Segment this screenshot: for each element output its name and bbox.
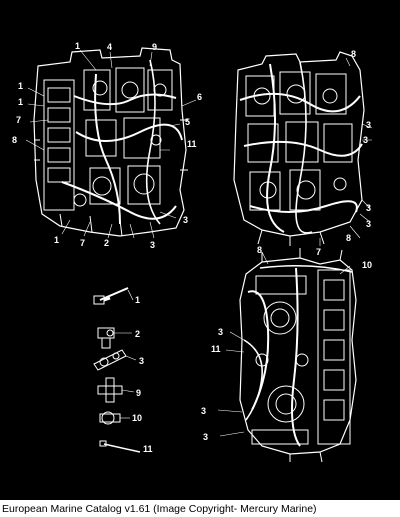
callout-labels: 1 4 9 1 1 6 7 5 8 11 3 1 7 2 3 8 3 3 3 3… <box>12 41 372 454</box>
callout-8: 8 <box>257 245 262 255</box>
callout-1: 1 <box>54 235 59 245</box>
diagram-svg: 1 4 9 1 1 6 7 5 8 11 3 1 7 2 3 8 3 3 3 3… <box>12 41 373 463</box>
part-3-clamp <box>93 349 137 371</box>
callout-3: 3 <box>201 406 206 416</box>
engine-block-front-view <box>25 47 197 239</box>
callout-3: 3 <box>366 203 371 213</box>
callout-3: 3 <box>218 327 223 337</box>
callout-3: 3 <box>150 240 155 250</box>
part-11-tie-strap <box>99 440 141 453</box>
part-callout-2: 2 <box>135 329 140 339</box>
part-callout-9: 9 <box>136 388 141 398</box>
callout-2: 2 <box>104 238 109 248</box>
callout-5: 5 <box>185 117 190 127</box>
part-callout-10: 10 <box>132 413 142 423</box>
callout-3: 3 <box>363 135 368 145</box>
part-callout-3: 3 <box>139 356 144 366</box>
callout-1: 1 <box>18 81 23 91</box>
callout-7: 7 <box>80 238 85 248</box>
part-2-elbow-fitting <box>97 327 132 349</box>
callout-8: 8 <box>346 233 351 243</box>
callout-3: 3 <box>366 219 371 229</box>
callout-10: 10 <box>362 260 372 270</box>
callout-11: 11 <box>211 344 221 354</box>
callout-7: 7 <box>316 247 321 257</box>
callout-3: 3 <box>366 120 371 130</box>
callout-6: 6 <box>197 92 202 102</box>
callout-9: 9 <box>152 42 157 52</box>
callout-4: 4 <box>107 42 112 52</box>
callout-3: 3 <box>183 215 188 225</box>
callout-3: 3 <box>203 432 208 442</box>
part-9-tee-fitting <box>97 377 135 403</box>
engine-block-side-view <box>217 248 357 463</box>
callout-8: 8 <box>351 49 356 59</box>
part-10-connector <box>99 411 130 425</box>
callout-8: 8 <box>12 135 17 145</box>
parts-diagram: 1 4 9 1 1 6 7 5 8 11 3 1 7 2 3 8 3 3 3 3… <box>0 0 400 500</box>
part-callout-1: 1 <box>135 295 140 305</box>
callout-1: 1 <box>75 41 80 51</box>
callout-1: 1 <box>18 97 23 107</box>
part-callout-11: 11 <box>143 444 153 454</box>
callout-7: 7 <box>16 115 21 125</box>
image-caption: European Marine Catalog v1.61 (Image Cop… <box>2 503 317 515</box>
engine-block-rear-view <box>233 51 373 246</box>
callout-11: 11 <box>187 139 197 149</box>
part-1-hose-fitting <box>93 287 134 305</box>
